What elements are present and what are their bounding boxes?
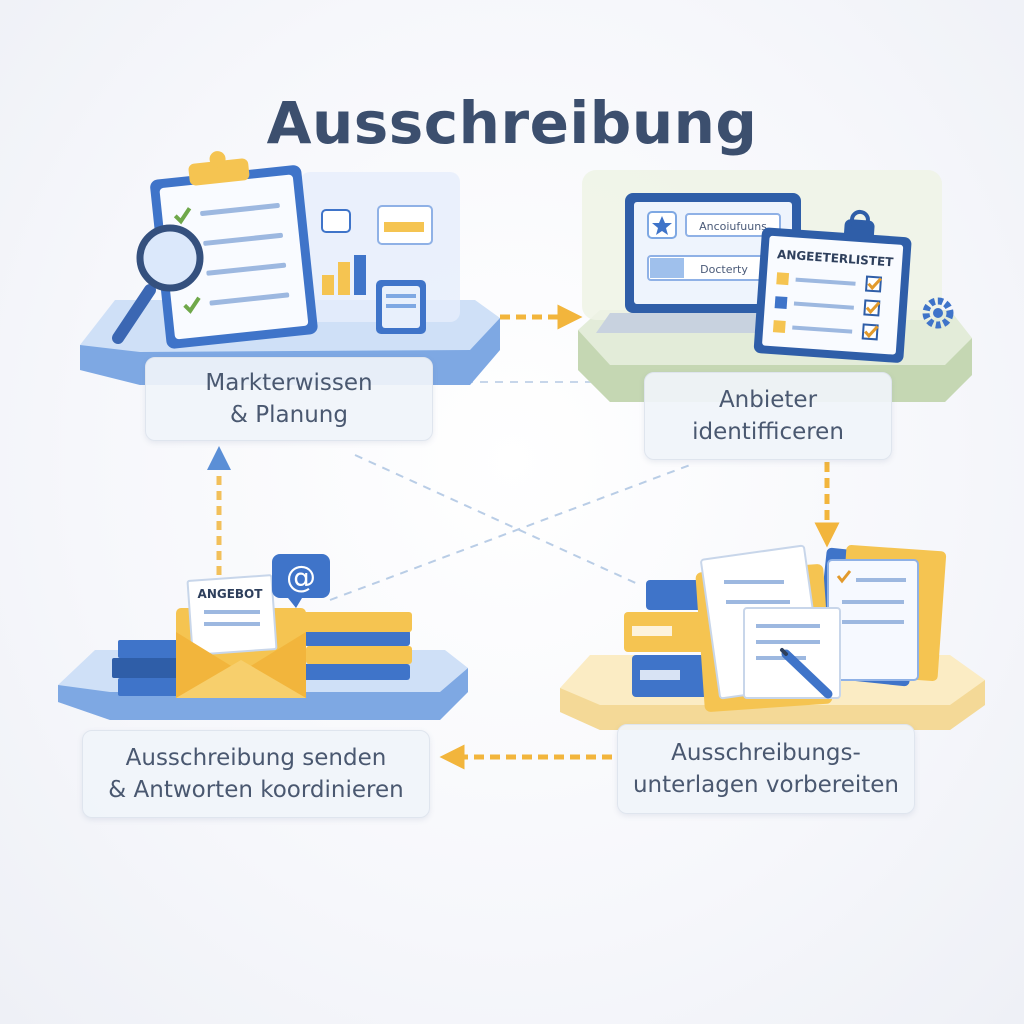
step4-illustration: ANGEBOT @	[58, 554, 468, 720]
step-3-line-1: Ausschreibungs-	[671, 740, 861, 766]
step-1-label: Markterwissen & Planung	[145, 357, 433, 441]
arrow-step4-to-step1-head	[207, 446, 231, 470]
step-1-line-2: & Planung	[230, 402, 348, 428]
step-2-line-2: identifficeren	[692, 419, 844, 445]
step-3-label: Ausschreibungs- unterlagen vorbereiten	[617, 724, 915, 814]
step-2-label: Anbieter identifficeren	[644, 372, 892, 460]
step-1-line-1: Markterwissen	[205, 370, 373, 396]
step2-illustration: Ancoiufuuns Docterty ANGEETERLISTET	[578, 170, 972, 402]
step-2-line-1: Anbieter	[718, 387, 818, 413]
file-stack-icon	[300, 612, 412, 680]
step-4-line-1: Ausschreibung senden	[125, 745, 387, 771]
crossing-line-a	[354, 454, 641, 586]
step-4-line-2: & Antworten koordinieren	[108, 777, 404, 803]
laptop-field-2: Docterty	[700, 263, 748, 276]
pen-icon	[780, 648, 833, 699]
magnifier-icon	[112, 224, 204, 344]
books-icon	[112, 640, 182, 696]
diagram-title: Ausschreibung	[266, 88, 758, 157]
envelope-icon: ANGEBOT	[176, 574, 306, 698]
checklist-clipboard-icon: ANGEETERLISTET	[753, 209, 912, 363]
email-at-icon: @	[272, 554, 330, 608]
step-3-line-2: unterlagen vorbereiten	[632, 772, 900, 798]
folders-icon	[813, 545, 947, 687]
email-symbol: @	[286, 560, 316, 595]
gear-icon	[922, 297, 954, 329]
step1-illustration	[80, 151, 500, 385]
bar-chart-icon	[321, 205, 433, 295]
binders-icon	[624, 580, 714, 697]
step3-illustration	[560, 544, 985, 730]
tablet-icon	[376, 280, 426, 334]
crossing-line-b	[329, 464, 691, 601]
laptop-icon: Ancoiufuuns Docterty	[596, 193, 830, 333]
step-4-label: Ausschreibung senden & Antworten koordin…	[82, 730, 430, 818]
envelope-letter-text: ANGEBOT	[198, 587, 264, 601]
laptop-field-1: Ancoiufuuns	[699, 220, 767, 233]
